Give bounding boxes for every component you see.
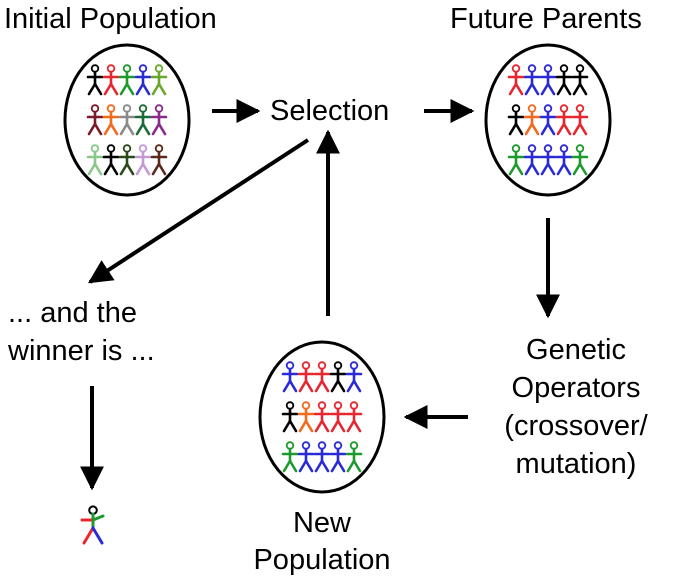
stick-figure [571,104,589,136]
new-population-figures [281,361,363,473]
stick-figure [134,144,152,176]
genetic-operators-line3: (crossover/ [504,410,648,442]
future-parents-label: Future Parents [450,3,642,35]
winner-label-line2: winner is ... [8,335,155,367]
stick-figure [313,401,331,433]
stick-figure [329,361,347,393]
stick-figure [297,441,315,473]
arrow-selection-to-winner [87,138,310,284]
stick-figure [345,441,363,473]
stick-figure [329,401,347,433]
stick-figure [539,144,557,176]
selection-label: Selection [270,95,390,127]
genetic-operators-line4: mutation) [515,448,637,480]
initial-population-figures [86,64,168,176]
stick-figure [523,64,541,96]
new-population-line1: New [292,507,351,539]
stick-figure [345,361,363,393]
stick-figure [134,64,152,96]
stick-figure [345,401,363,433]
stick-figure [571,144,589,176]
stick-figure [313,441,331,473]
winner-figure [80,505,105,545]
future-parents-figures [507,64,589,176]
stick-figure [150,144,168,176]
stick-figure [571,64,589,96]
stick-figure [102,64,120,96]
stick-figure [507,104,525,136]
stick-figure [86,104,104,136]
stick-figure [297,361,315,393]
stick-figure [118,104,136,136]
stick-figure [555,64,573,96]
new-population-line2: Population [253,544,391,576]
stick-figure [539,104,557,136]
genetic-operators-line2: Operators [511,372,641,404]
stick-figure [118,64,136,96]
winner-label-line1: ... and the [8,297,137,329]
stick-figure [281,361,299,393]
stick-figure [297,401,315,433]
stick-figure [523,104,541,136]
initial-population-label: Initial Population [4,3,217,35]
stick-figure [555,104,573,136]
stick-figure [523,144,541,176]
stick-figure [150,64,168,96]
stick-figure [507,64,525,96]
stick-figure [507,144,525,176]
stick-figure [539,64,557,96]
winner-stick-figure [80,505,105,545]
stick-figure [281,401,299,433]
stick-figure [313,361,331,393]
stick-figure [102,104,120,136]
stick-figure [329,441,347,473]
stick-figure [150,104,168,136]
stick-figure [86,64,104,96]
stick-figure [86,144,104,176]
stick-figure [118,144,136,176]
stick-figure [102,144,120,176]
stick-figure [555,144,573,176]
stick-figure [281,441,299,473]
genetic-operators-line1: Genetic [526,334,626,366]
stick-figure [134,104,152,136]
